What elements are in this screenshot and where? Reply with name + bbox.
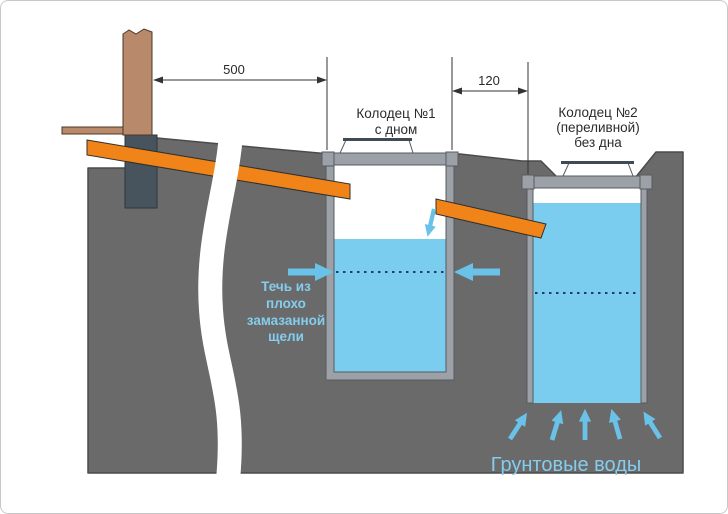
leak-label-line: замазанной: [247, 313, 325, 328]
well2-label-line: Колодец №2: [558, 105, 637, 120]
dimension-120-value: 120: [478, 73, 500, 88]
well2-collar-cap-right: [639, 174, 653, 190]
well1-hatch: [339, 139, 414, 154]
house-post: [122, 28, 153, 136]
well1-hatch-lid-line: [343, 138, 412, 141]
well2-interior: [533, 187, 641, 205]
well2-wall-right: [640, 186, 648, 404]
well1-label-line: Колодец №1: [356, 106, 435, 121]
well2-hatch-lid-line: [561, 161, 634, 164]
leak-label-line: плохо: [266, 296, 306, 311]
well1: [321, 138, 459, 381]
leak-label-line: щели: [268, 329, 304, 344]
well2: [521, 161, 653, 404]
well2-collar-cap-left: [521, 174, 535, 190]
groundwater-label: Грунтовые воды: [491, 454, 642, 476]
well1-label: Колодец №1 с дном: [356, 106, 435, 137]
well1-collar: [321, 152, 459, 166]
well2-hatch: [562, 162, 634, 177]
dim-arrowhead: [518, 87, 528, 95]
well2-label: Колодец №2 (переливной) без дна: [556, 105, 639, 150]
house-board: [61, 126, 124, 135]
dimension-120: 120: [452, 62, 529, 174]
dimension-500-value: 500: [223, 62, 245, 77]
well1-collar-cap-right: [445, 151, 459, 167]
well1-label-line: с дном: [375, 122, 418, 137]
dim-arrowhead: [452, 87, 462, 95]
well1-collar-cap-left: [321, 151, 335, 167]
break-line-band: [198, 133, 243, 482]
well1-water: [334, 239, 446, 373]
dimension-500: 500: [153, 57, 453, 150]
well2-label-line: без дна: [574, 135, 622, 150]
overflow-pipe: [435, 198, 547, 239]
well2-water: [533, 203, 641, 403]
leak-label-line: Течь из: [261, 279, 311, 294]
leak-label: Течь из плохо замазанной щели: [247, 279, 325, 344]
house-foundation: [124, 134, 158, 209]
well2-collar: [521, 175, 653, 189]
dim-arrowhead: [317, 76, 327, 84]
well2-label-line: (переливной): [556, 120, 639, 135]
dim-arrowhead: [153, 76, 163, 84]
